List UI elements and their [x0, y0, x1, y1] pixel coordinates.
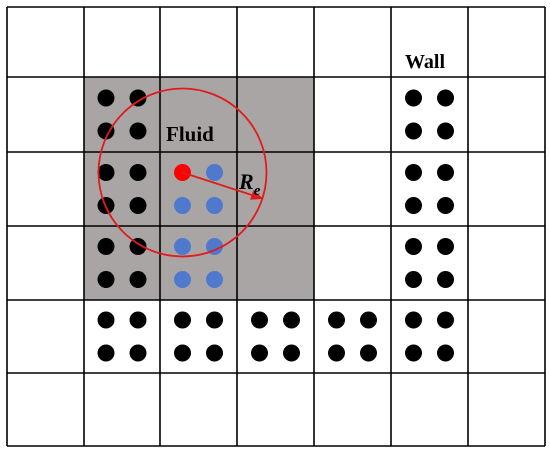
- fluid-region: [84, 77, 314, 300]
- wall-particle: [328, 344, 345, 362]
- wall-particle: [97, 122, 115, 140]
- wall-particle: [405, 89, 422, 107]
- influence-area: [97, 87, 268, 258]
- wall-particle: [251, 311, 268, 329]
- wall-label: Wall: [405, 51, 445, 73]
- wall-particle: [129, 344, 147, 362]
- fluid-cell: [237, 77, 314, 152]
- wall-particle: [405, 197, 422, 214]
- wall-particle: [97, 311, 115, 329]
- neighbor-particle: [174, 271, 191, 288]
- fluid-cell: [84, 152, 160, 226]
- neighbor-particle: [206, 238, 223, 255]
- wall-particle: [206, 344, 223, 362]
- wall-particle: [206, 311, 223, 329]
- fluid-cell: [237, 226, 314, 300]
- wall-particle: [405, 271, 422, 288]
- wall-particle: [129, 311, 147, 329]
- fluid-label: Fluid: [166, 122, 214, 146]
- wall-particle: [437, 311, 454, 329]
- wall-particle: [174, 311, 191, 329]
- wall-particle: [437, 122, 454, 140]
- fluid-cell: [160, 226, 237, 300]
- labels: Fluid Wall Re: [166, 51, 445, 199]
- wall-particle: [437, 344, 454, 362]
- grid: [6, 6, 546, 447]
- radius-arrow: [182, 171, 264, 200]
- wall-particle: [437, 89, 454, 107]
- wall-particle: [129, 271, 147, 288]
- particles: [97, 89, 454, 362]
- wall-particle: [129, 122, 147, 140]
- wall-particle: [405, 238, 422, 255]
- wall-particle: [283, 311, 300, 329]
- neighbor-particle: [174, 238, 191, 255]
- wall-particle: [129, 89, 147, 107]
- neighbor-particle: [206, 197, 223, 214]
- wall-particle: [251, 344, 268, 362]
- wall-particle: [283, 344, 300, 362]
- radius-label: Re: [238, 169, 261, 199]
- wall-particle: [97, 271, 115, 288]
- wall-particle: [97, 238, 115, 255]
- radius-symbol: R: [238, 169, 254, 194]
- fluid-cell: [237, 152, 314, 226]
- neighbor-particle: [206, 164, 223, 181]
- wall-particle: [437, 271, 454, 288]
- wall-particle: [437, 238, 454, 255]
- wall-particle: [97, 164, 115, 181]
- influence-circle: [97, 87, 268, 258]
- wall-particle: [97, 89, 115, 107]
- wall-particle: [405, 311, 422, 329]
- wall-particle: [360, 311, 377, 329]
- wall-particle: [129, 197, 147, 214]
- fluid-cell: [160, 152, 237, 226]
- wall-particle: [328, 311, 345, 329]
- wall-particle: [129, 238, 147, 255]
- wall-particle: [405, 164, 422, 181]
- wall-particle: [97, 344, 115, 362]
- wall-particle: [405, 344, 422, 362]
- wall-particle: [437, 164, 454, 181]
- wall-particle: [437, 197, 454, 214]
- fluid-cell: [84, 226, 160, 300]
- radius-subscript: e: [254, 183, 261, 199]
- wall-particle: [129, 164, 147, 181]
- wall-particle: [174, 344, 191, 362]
- wall-particle: [360, 344, 377, 362]
- wall-particle: [405, 122, 422, 140]
- neighbor-particle: [174, 197, 191, 214]
- neighbor-particle: [206, 271, 223, 288]
